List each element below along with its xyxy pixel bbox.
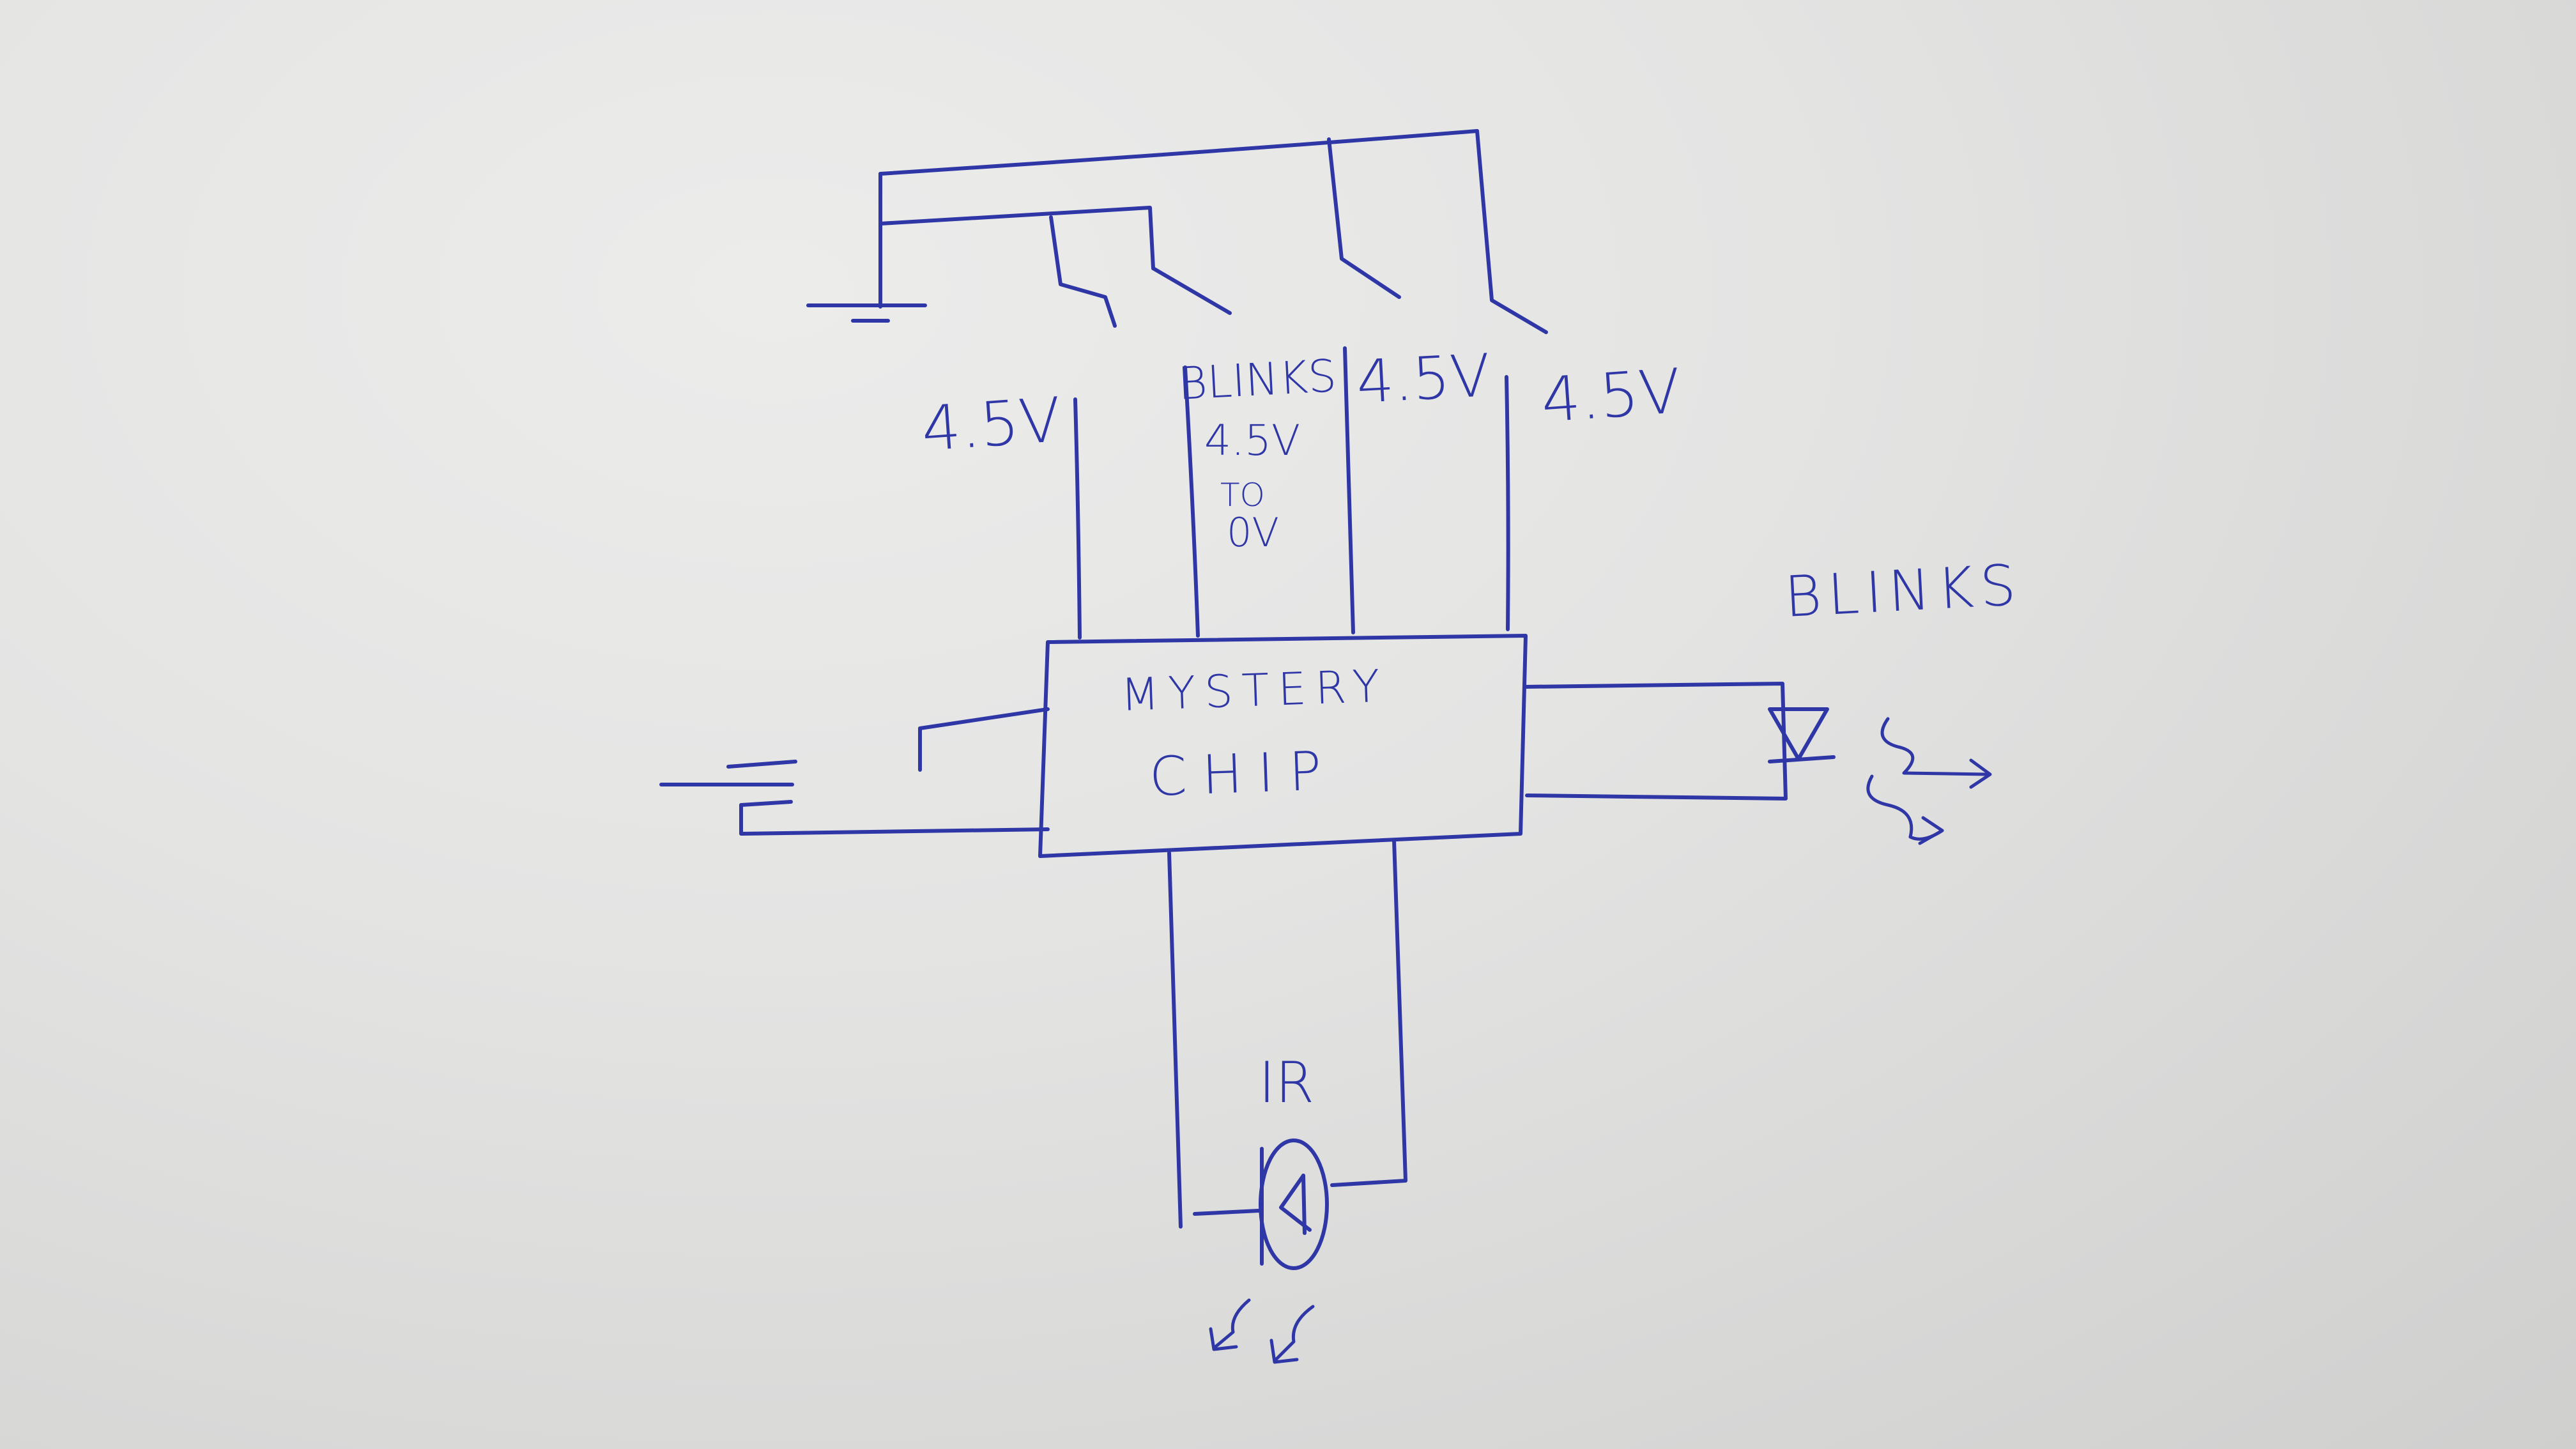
- pin1-voltage-label: 4.5V: [919, 384, 1064, 465]
- switch-2-lever: [1151, 266, 1232, 315]
- switch-4-lever: [1475, 129, 1548, 334]
- inner-rail: [878, 206, 1155, 270]
- ir-left-wire: [1167, 851, 1183, 1229]
- top-rail: [878, 129, 1479, 176]
- ir-circuit: [1167, 838, 1407, 1364]
- light-emission-arrow-1: [1880, 717, 1989, 776]
- pin4-wire: [1505, 375, 1510, 631]
- light-emission-arrow-2: [1866, 774, 1944, 841]
- ground-icon: [806, 303, 927, 323]
- chip-label-line1: MYSTERY: [1120, 659, 1390, 721]
- pin2-blinks-label: BLINKS: [1177, 349, 1338, 410]
- pin3-voltage-label: 4.5V: [1355, 341, 1492, 417]
- pin4-voltage-label: 4.5V: [1539, 355, 1683, 436]
- pin3-wire: [1343, 346, 1355, 634]
- top-wiring: [878, 129, 1548, 334]
- ir-label: IR: [1259, 1050, 1314, 1116]
- switch-3-lever: [1327, 137, 1401, 299]
- ir-photodiode-icon: [1259, 1138, 1329, 1270]
- led-wires: [1524, 682, 1788, 801]
- pin2-voltage-label: 4.5V: [1204, 416, 1300, 465]
- led-diode-icon: [1768, 707, 1829, 761]
- chip-label-line2: CHIP: [1148, 739, 1337, 808]
- ir-incoming-arrow-1: [1212, 1298, 1251, 1350]
- battery-icon: [659, 707, 1050, 836]
- led-blinks-label: BLINKS: [1783, 552, 2024, 630]
- led-circuit: [1524, 682, 1992, 845]
- pin-wires: [1073, 346, 1510, 640]
- pin2-wire: [1183, 365, 1200, 638]
- pin1-wire: [1073, 397, 1082, 640]
- switch-1-lever: [1049, 215, 1117, 328]
- ir-right-wire: [1330, 838, 1407, 1187]
- pin2-zero-volt-label: 0V: [1227, 509, 1279, 556]
- ir-incoming-arrow-2: [1273, 1305, 1315, 1363]
- mystery-chip-box: [1038, 634, 1528, 858]
- pin2-to-label: TO: [1220, 477, 1265, 514]
